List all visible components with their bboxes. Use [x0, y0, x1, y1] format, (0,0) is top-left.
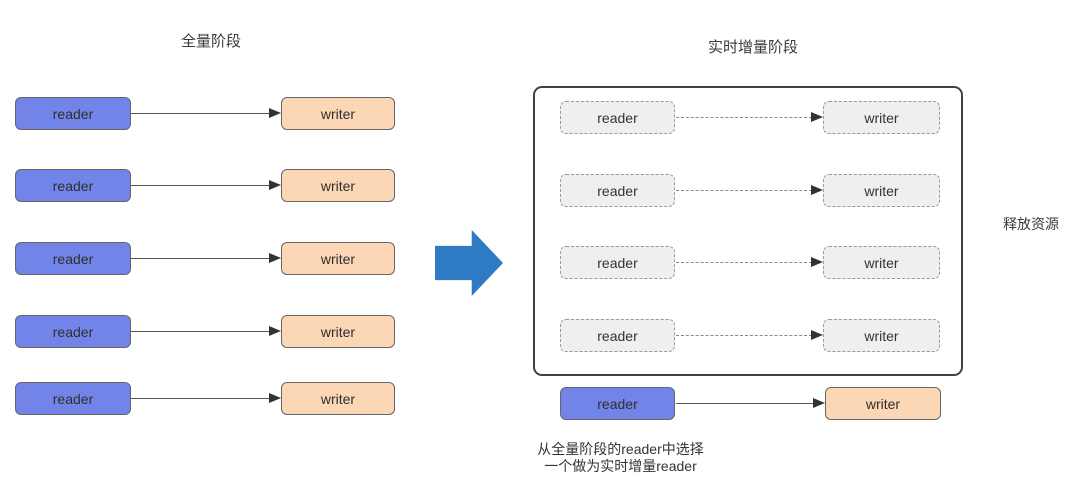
- caption-line-2: 一个做为实时增量reader: [544, 458, 697, 474]
- dashed-connector-line: [676, 262, 812, 263]
- full-reader-node: reader: [15, 382, 131, 415]
- arrowhead-icon: [269, 108, 281, 118]
- arrowhead-icon: [811, 330, 823, 340]
- release-resources-label: 释放资源: [1003, 216, 1059, 232]
- ghost-reader-node: reader: [560, 174, 675, 207]
- connector-line: [131, 185, 270, 186]
- ghost-reader-node: reader: [560, 319, 675, 352]
- ghost-writer-node: writer: [823, 319, 940, 352]
- full-reader-node: reader: [15, 315, 131, 348]
- full-writer-node: writer: [281, 169, 395, 202]
- ghost-writer-node: writer: [823, 101, 940, 134]
- arrowhead-icon: [811, 185, 823, 195]
- full-writer-node: writer: [281, 382, 395, 415]
- full-writer-node: writer: [281, 242, 395, 275]
- incremental-writer-node: writer: [825, 387, 941, 420]
- arrowhead-icon: [269, 326, 281, 336]
- full-writer-node: writer: [281, 315, 395, 348]
- caption-line-1: 从全量阶段的reader中选择: [537, 441, 704, 457]
- arrowhead-icon: [811, 112, 823, 122]
- arrowhead-icon: [269, 180, 281, 190]
- dashed-connector-line: [676, 117, 812, 118]
- phase-transition-arrow-icon: [435, 230, 503, 296]
- connector-line: [131, 331, 270, 332]
- ghost-writer-node: writer: [823, 174, 940, 207]
- full-reader-node: reader: [15, 242, 131, 275]
- dashed-connector-line: [676, 335, 812, 336]
- arrowhead-icon: [813, 398, 825, 408]
- dashed-connector-line: [676, 190, 812, 191]
- connector-line: [131, 258, 270, 259]
- ghost-reader-node: reader: [560, 246, 675, 279]
- ghost-reader-node: reader: [560, 101, 675, 134]
- incremental-caption: 从全量阶段的reader中选择 一个做为实时增量reader: [523, 441, 718, 475]
- arrowhead-icon: [811, 257, 823, 267]
- ghost-writer-node: writer: [823, 246, 940, 279]
- connector-line: [676, 403, 814, 404]
- incremental-reader-node: reader: [560, 387, 675, 420]
- connector-line: [131, 398, 270, 399]
- full-writer-node: writer: [281, 97, 395, 130]
- full-reader-node: reader: [15, 97, 131, 130]
- incremental-phase-title: 实时增量阶段: [708, 39, 799, 56]
- full-reader-node: reader: [15, 169, 131, 202]
- arrowhead-icon: [269, 393, 281, 403]
- incremental-phase-container: [533, 86, 963, 376]
- arrowhead-icon: [269, 253, 281, 263]
- full-phase-title: 全量阶段: [181, 33, 242, 50]
- connector-line: [131, 113, 270, 114]
